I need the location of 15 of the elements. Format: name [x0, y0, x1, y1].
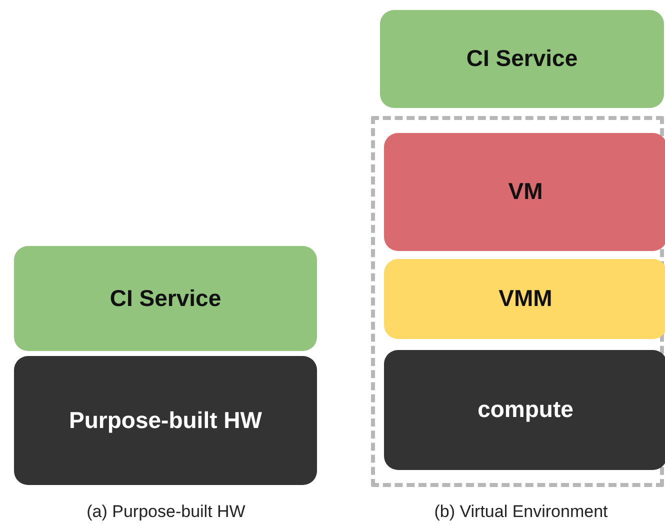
figure-caption: (a) Purpose-built HW [86, 502, 246, 522]
layer-label: compute [478, 395, 574, 424]
layer-box [384, 133, 665, 251]
layer-box [380, 10, 664, 108]
dashed-group-frame [371, 116, 664, 487]
figure-caption: (b) Virtual Environment [434, 502, 608, 522]
layer-label: CI Service [110, 284, 222, 313]
layer-box [14, 356, 317, 485]
layer-box [14, 246, 317, 351]
layer-label: VM [508, 177, 543, 206]
layer-label: CI Service [466, 44, 578, 74]
layer-box [384, 259, 665, 339]
layer-label: VMM [498, 284, 552, 314]
layer-label: Purpose-built HW [69, 406, 262, 435]
layer-box [384, 350, 665, 470]
